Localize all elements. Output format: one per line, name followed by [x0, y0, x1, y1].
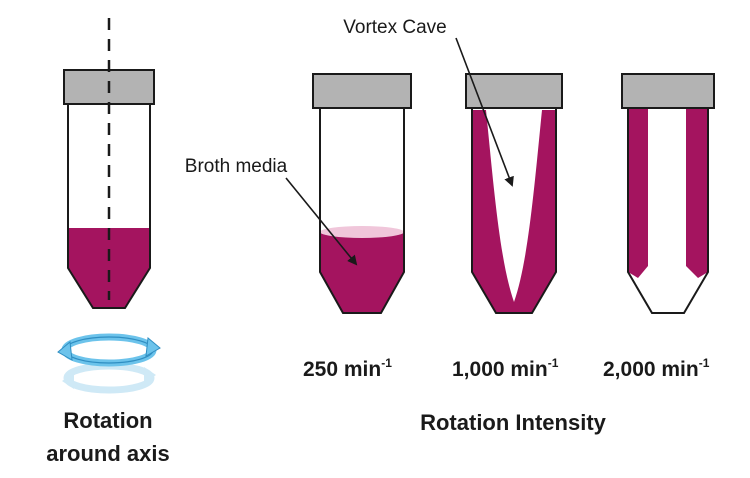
speed-label-1000: 1,000 min-1: [452, 356, 559, 381]
vortex-cave-label: Vortex Cave: [343, 17, 447, 38]
broth-fill: [68, 228, 150, 308]
tube-outline: [471, 108, 557, 314]
speed-label-250: 250 min-1: [303, 356, 392, 381]
vortex-cave-arrow: [455, 37, 514, 187]
broth-vortex: [472, 110, 556, 313]
rotation-arrows-icon: [57, 333, 161, 394]
tube-250: [312, 73, 412, 314]
broth-wall-left: [628, 108, 648, 278]
axis-caption-line2: around axis: [46, 441, 169, 466]
tube-cap: [621, 73, 715, 109]
tube-axis-demo: [63, 18, 155, 309]
tube-1000: [465, 73, 563, 314]
broth-media-arrow: [285, 177, 358, 266]
axis-caption-line1: Rotation: [63, 408, 152, 433]
tube-outline: [319, 108, 405, 314]
tube-2000: [621, 73, 715, 314]
tube-cap: [465, 73, 563, 109]
speed-label-2000: 2,000 min-1: [603, 356, 710, 381]
tube-outline: [627, 108, 709, 314]
broth-fill: [320, 232, 404, 313]
broth-media-label: Broth media: [185, 156, 288, 177]
broth-wall-right: [686, 108, 708, 278]
tube-outline: [67, 104, 151, 309]
tube-cap: [312, 73, 412, 109]
broth-surface: [320, 226, 404, 238]
intensity-caption: Rotation Intensity: [420, 410, 607, 435]
